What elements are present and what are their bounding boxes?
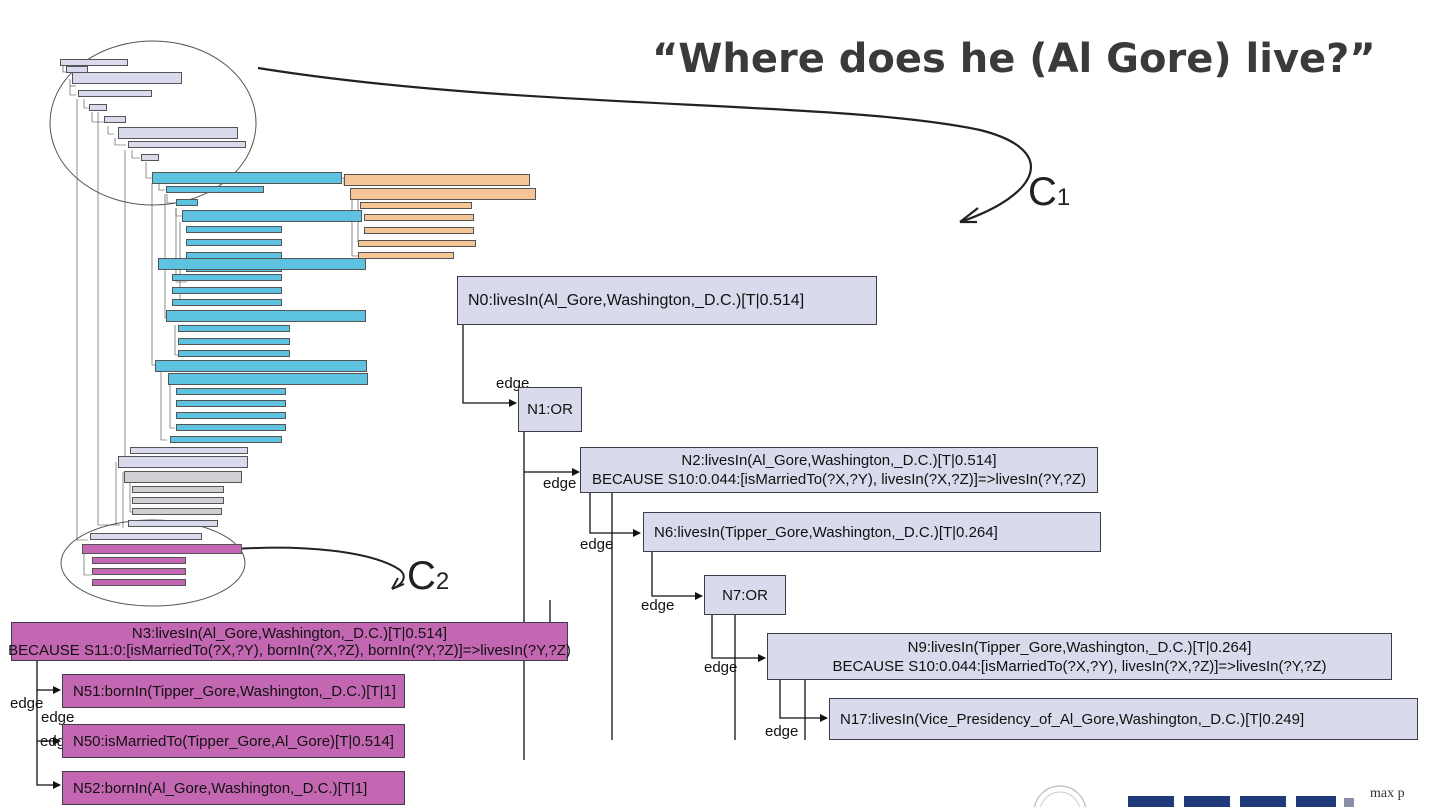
overview-node [92,557,186,564]
overview-node [132,486,224,493]
node-n52: N52:bornIn(Al_Gore,Washington,_D.C.)[T|1… [62,771,405,805]
overview-node [170,436,282,443]
overview-node [166,186,264,193]
overview-node [118,127,238,139]
callout-c1-letter: C [1028,170,1057,214]
overview-node [358,252,454,259]
node-n3: N3:livesIn(Al_Gore,Washington,_D.C.)[T|0… [8,622,571,661]
overview-node [182,210,362,222]
edge-label: edge [641,597,675,614]
edge-label: edge [704,659,738,676]
overview-node [89,104,107,111]
edge-label: edge [41,709,75,726]
node-n2-claim: N2:livesIn(Al_Gore,Washington,_D.C.)[T|0… [681,452,997,469]
overview-node [172,287,282,294]
overview-node [92,568,186,575]
overview-node [141,154,159,161]
overview-node [128,520,218,527]
overview-node [158,258,366,270]
c1-callout-arrowhead [959,207,979,224]
overview-node [176,400,286,407]
overview-node [132,497,224,504]
overview-node [364,214,474,221]
overview-node [176,388,286,395]
node-n17: N17:livesIn(Vice_Presidency_of_Al_Gore,W… [829,698,1418,740]
edge-label: edge [10,695,44,712]
c1-callout-curve [257,66,1032,224]
institute-logo-graphic [1033,785,1354,807]
overview-node [178,325,290,332]
callout-c2-letter: C [407,554,436,598]
overview-node [176,199,198,206]
overview-node [364,227,474,234]
institute-logo: max p [1018,780,1438,807]
edge-label: edge [543,475,577,492]
overview-node [130,447,248,454]
node-n1: N1:OR [518,387,582,432]
overview-node [358,240,476,247]
edge-label: edge [765,723,799,740]
overview-node [168,373,368,385]
node-n3-claim: N3:livesIn(Al_Gore,Washington,_D.C.)[T|0… [131,624,448,642]
c1-highlight-circle [49,40,257,206]
overview-node [78,90,152,97]
overview-node [350,188,536,200]
overview-node [166,310,366,322]
overview-node [178,338,290,345]
question-title: “Where does he (Al Gore) live?” [652,36,1376,82]
overview-node [172,274,282,281]
node-n6: N6:livesIn(Tipper_Gore,Washington,_D.C.)… [643,512,1101,552]
overview-node [132,508,222,515]
overview-node [118,456,248,468]
overview-node [82,544,242,554]
overview-node [124,471,242,483]
overview-node [90,533,202,540]
c2-callout-arrowhead [391,577,405,590]
overview-node [92,579,186,586]
overview-node [152,172,342,184]
callout-c2: C2 [407,556,449,596]
overview-node [104,116,126,123]
edge-label: edge [580,536,614,553]
logo-text: max p [1370,786,1405,801]
node-n0: N0:livesIn(Al_Gore,Washington,_D.C.)[T|0… [457,276,877,325]
node-n3-rule: BECAUSE S11:0:[isMarriedTo(?X,?Y), bornI… [8,641,571,659]
overview-node [176,412,286,419]
node-n9: N9:livesIn(Tipper_Gore,Washington,_D.C.)… [767,633,1392,680]
callout-c1: C1 [1028,172,1070,212]
overview-node [186,239,282,246]
overview-node [155,360,367,372]
overview-node [178,350,290,357]
overview-node [176,424,286,431]
overview-node [186,226,282,233]
node-n51: N51:bornIn(Tipper_Gore,Washington,_D.C.)… [62,674,405,708]
callout-c1-index: 1 [1056,184,1071,211]
overview-node [344,174,530,186]
node-n50: N50:isMarriedTo(Tipper_Gore,Al_Gore)[T|0… [62,724,405,758]
callout-c2-index: 2 [435,568,450,595]
node-n7: N7:OR [704,575,786,615]
node-n9-rule: BECAUSE S10:0.044:[isMarriedTo(?X,?Y), l… [832,657,1327,675]
overview-node [128,141,246,148]
overview-node [172,299,282,306]
overview-node [72,72,182,84]
overview-node [360,202,472,209]
node-n2: N2:livesIn(Al_Gore,Washington,_D.C.)[T|0… [580,447,1098,493]
overview-node [60,59,128,66]
node-n2-rule: BECAUSE S10:0.044:[isMarriedTo(?X,?Y), l… [591,471,1087,488]
node-n9-claim: N9:livesIn(Tipper_Gore,Washington,_D.C.)… [907,638,1252,656]
c2-callout-curve [234,546,405,590]
